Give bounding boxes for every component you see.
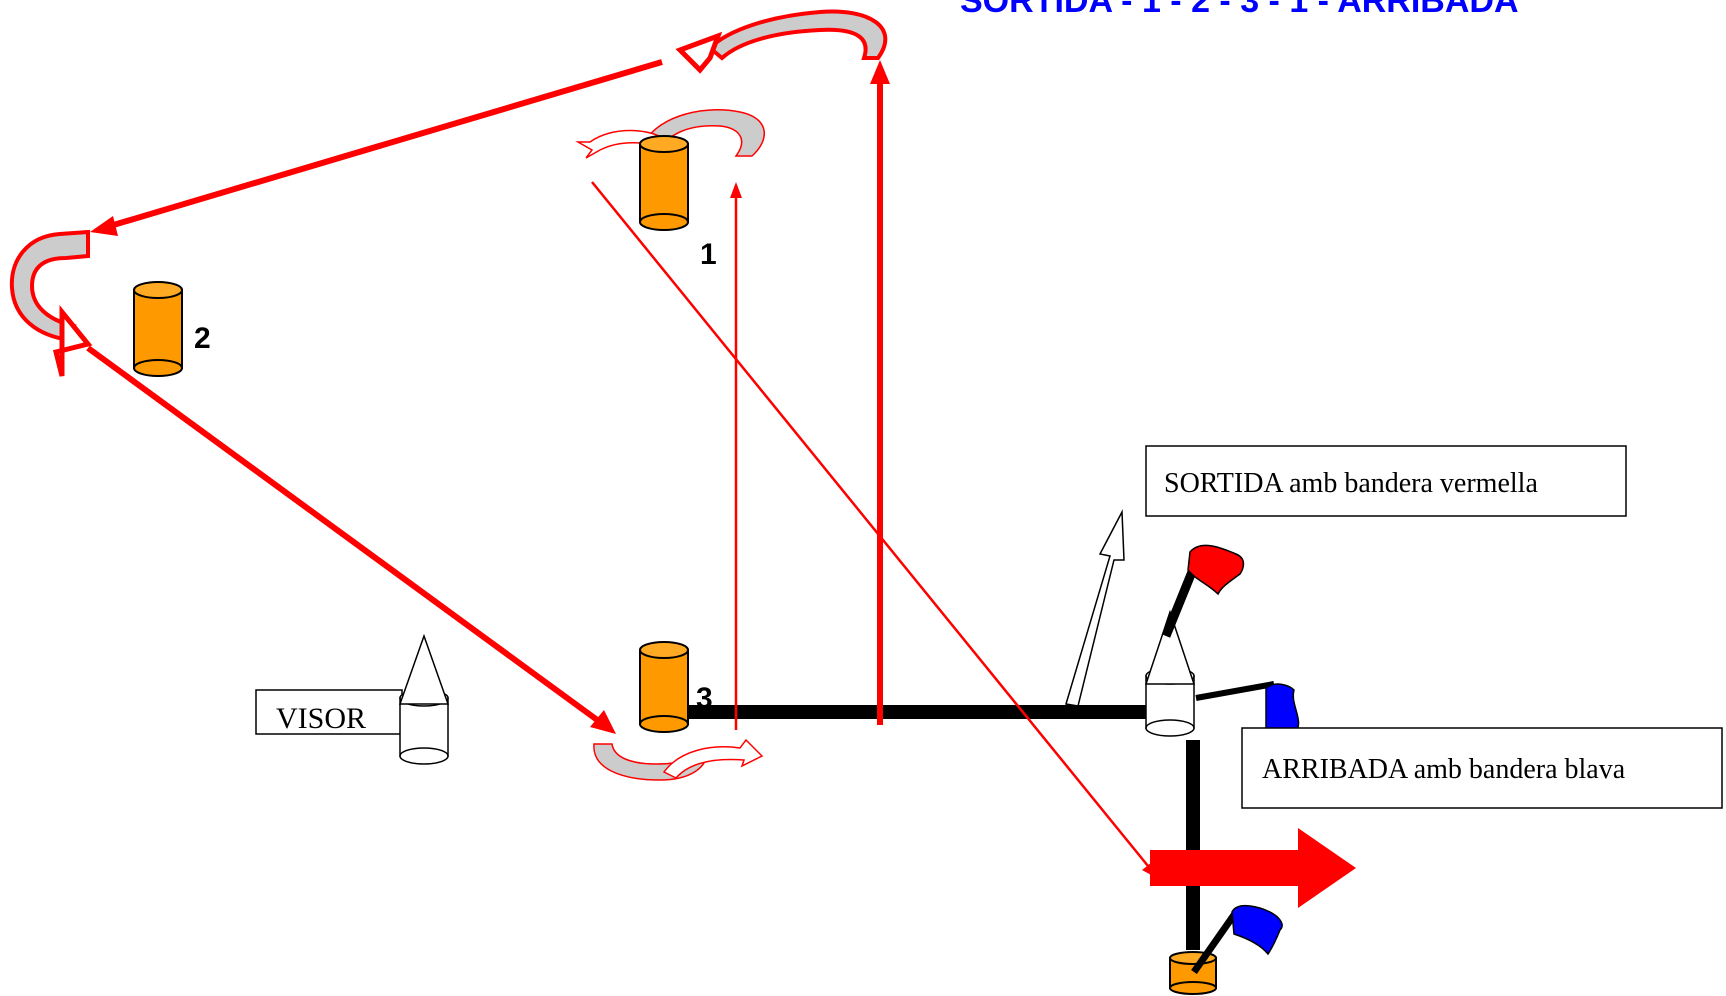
blue-flag-icon: [1265, 683, 1300, 735]
sortida-callout-arrow: [1065, 509, 1125, 707]
course-leg-3-to-1: [730, 182, 742, 730]
red-flag-icon: [1161, 544, 1245, 638]
start-cone-icon: [1144, 609, 1196, 737]
finish-arrow: [1150, 828, 1356, 908]
turn-arrow-buoy-2: [9, 229, 93, 377]
visor-box: VISOR: [255, 689, 403, 735]
visor-label: VISOR: [276, 702, 366, 735]
buoy-1-label: 1: [700, 238, 717, 271]
course-leg-2-to-3: [86, 345, 616, 734]
buoy-1: 1: [639, 135, 717, 271]
buoy-3-label: 3: [696, 682, 713, 715]
buoy-2: 2: [133, 281, 211, 377]
course-leg-start-up: [870, 60, 890, 725]
blue-flag-pole: [1195, 681, 1275, 701]
course-title: SORTIDA - 1 - 2 - 3 - 1 - ARRIBADA: [960, 0, 1519, 20]
turn-arrow-buoy-3: [593, 738, 764, 781]
turn-arrow-top: [675, 9, 888, 74]
sortida-box: SORTIDA amb bandera vermella: [1145, 445, 1627, 517]
visor-cone-icon: [398, 633, 450, 765]
buoy-3: 3: [639, 641, 713, 733]
sortida-label: SORTIDA amb bandera vermella: [1164, 468, 1538, 499]
arribada-label: ARRIBADA amb bandera blava: [1262, 754, 1626, 785]
finish-blue-flag-icon: [1191, 904, 1283, 975]
arribada-box: ARRIBADA amb bandera blava: [1241, 727, 1723, 809]
course-leg-1-to-2: [90, 59, 663, 236]
buoy-2-label: 2: [194, 322, 211, 355]
finish-buoy: [1169, 951, 1217, 995]
